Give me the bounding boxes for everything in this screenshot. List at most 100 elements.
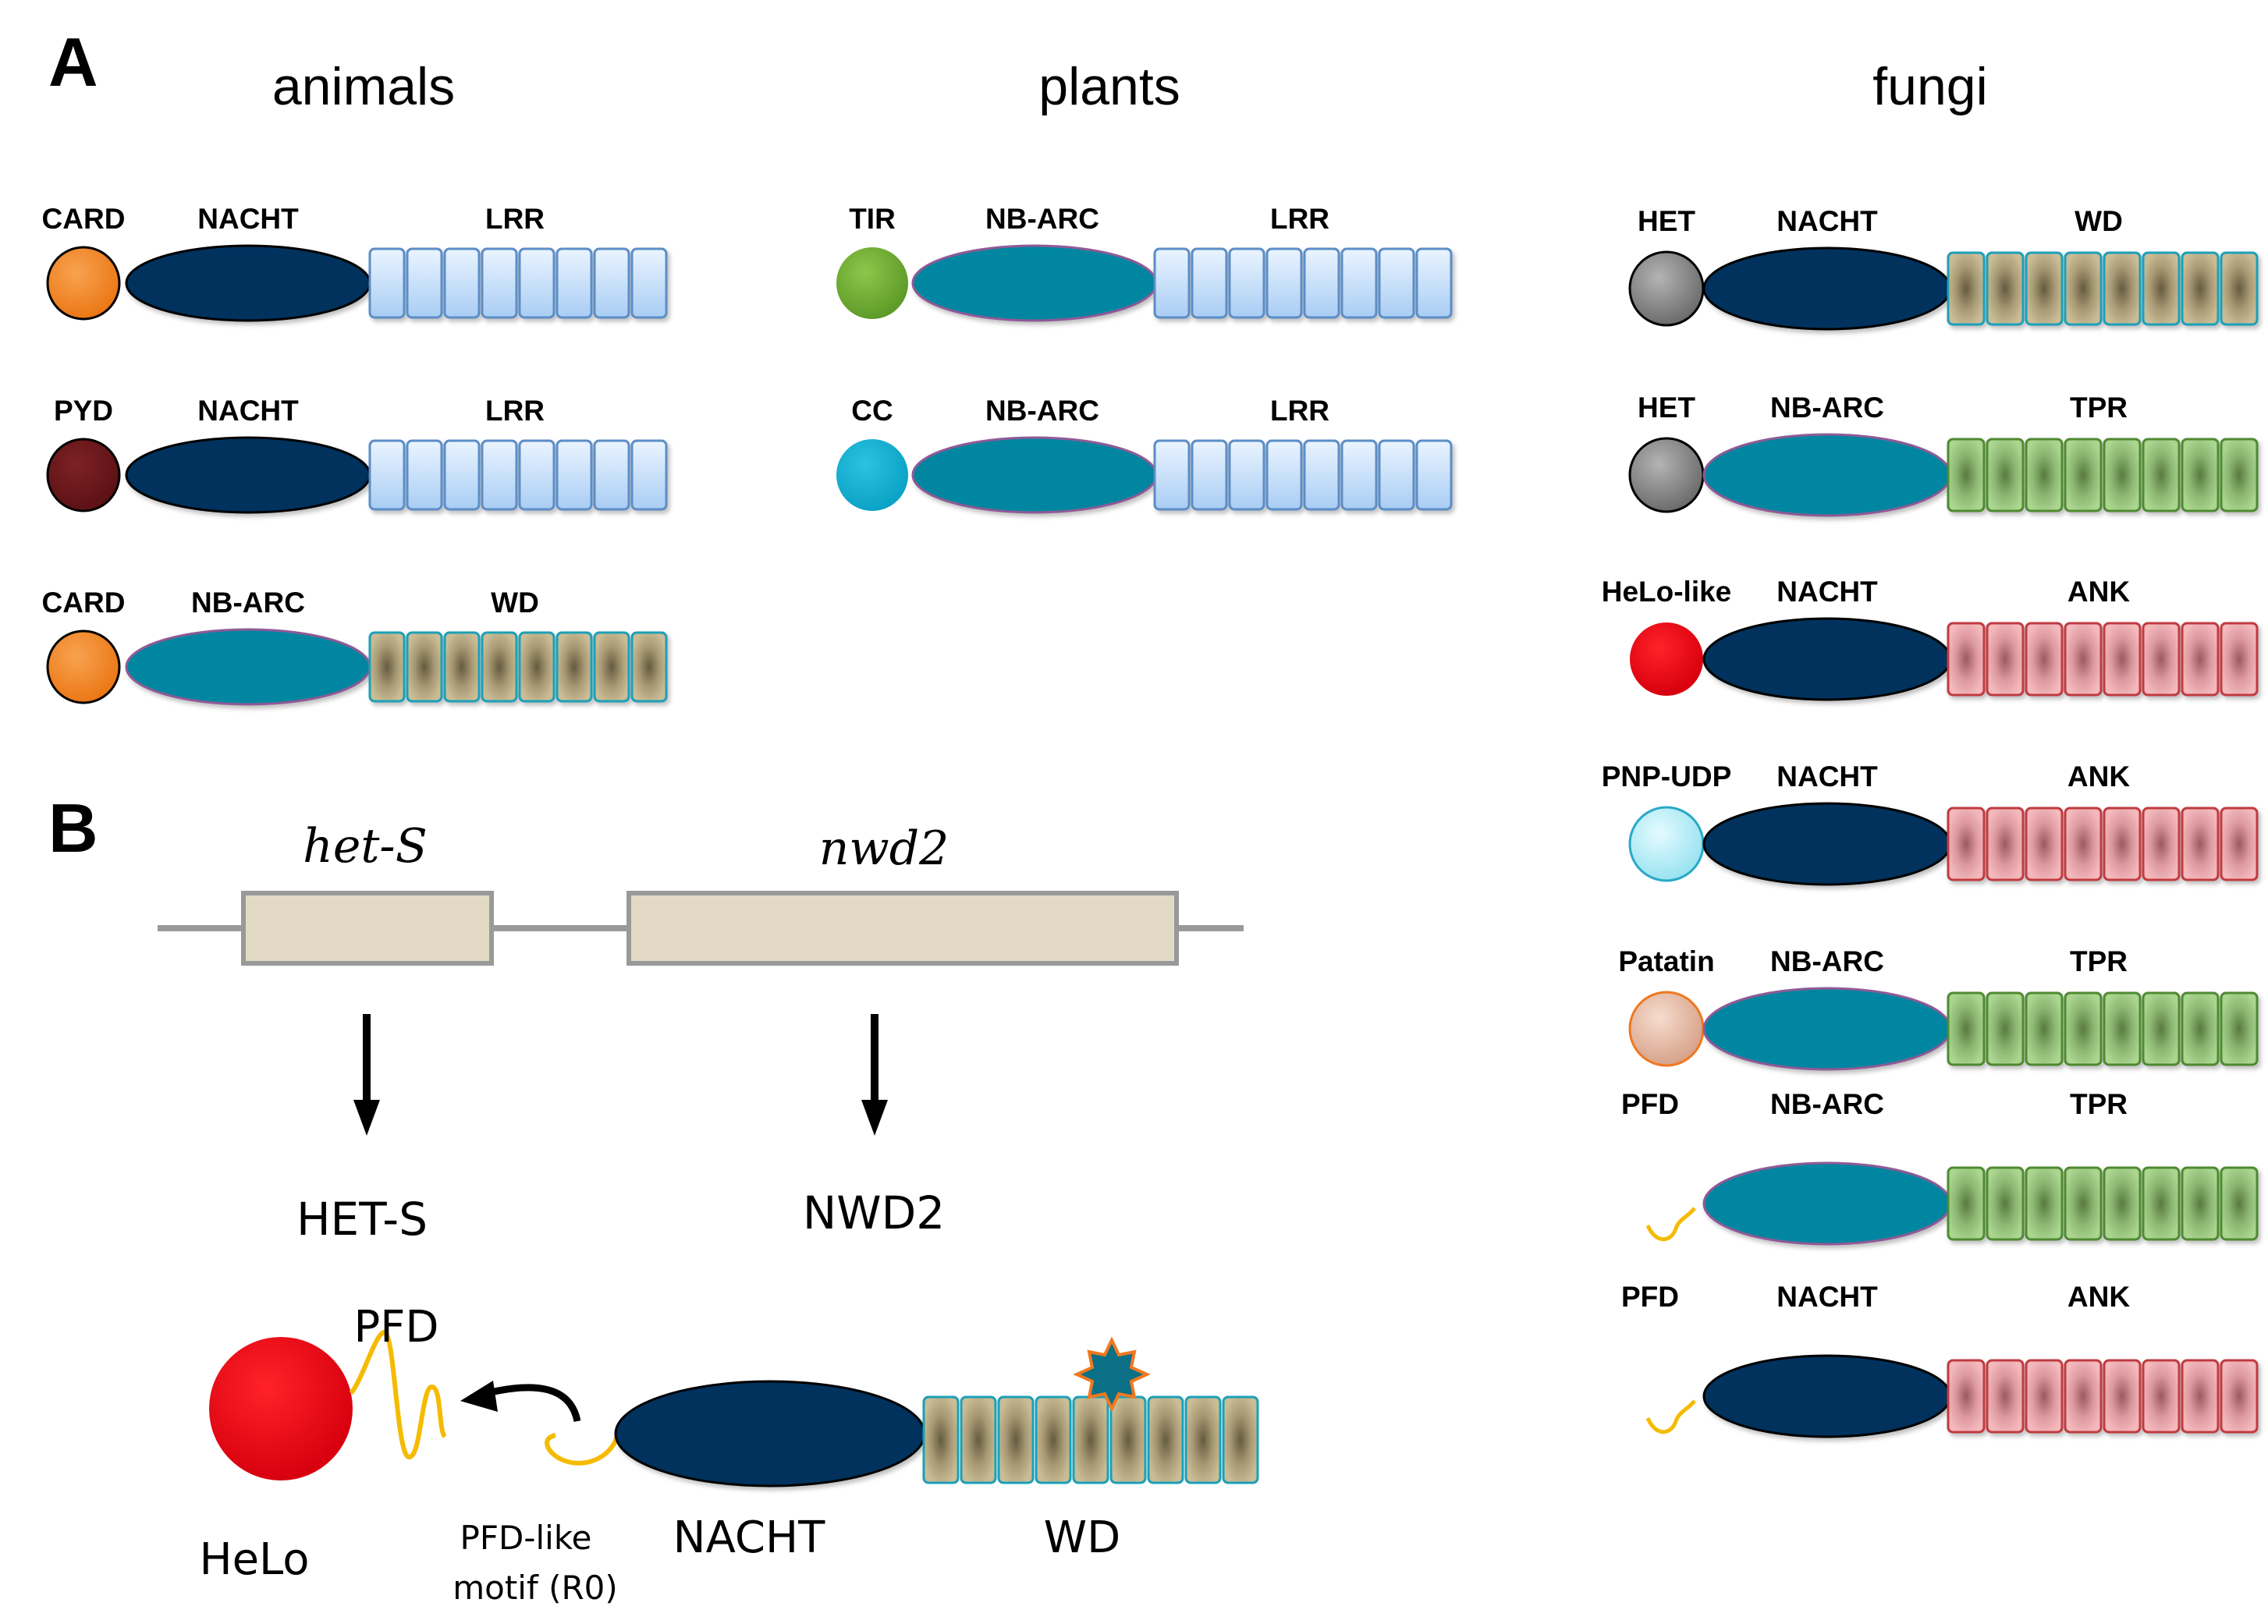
lrr-repeat-unit [1378, 247, 1415, 319]
card-label: CARD [42, 203, 126, 235]
wd-repeat-unit [1222, 1395, 1259, 1484]
ank-repeat-unit [2181, 1359, 2220, 1434]
lrr-repeat-unit [443, 439, 481, 511]
wd-repeat-unit [1035, 1395, 1072, 1484]
panel-b-label: B [48, 789, 98, 867]
pfd-tail [1645, 1399, 1696, 1434]
lrr-repeat-unit [1228, 439, 1265, 511]
ank-repeat-unit [2103, 807, 2142, 881]
patatin-domain [1628, 991, 1705, 1067]
gene-box-het-s [241, 891, 494, 966]
ank-repeat-unit [2064, 807, 2103, 881]
ank-repeat-unit [2103, 622, 2142, 697]
het-label: HET [1638, 392, 1695, 424]
wd-repeat-unit [2064, 251, 2103, 326]
nacht-label: NACHT [673, 1512, 825, 1563]
wd-repeat-unit [1109, 1395, 1147, 1484]
lrr-repeat-unit [1153, 247, 1191, 319]
lrr-label: LRR [485, 395, 545, 427]
tpr-repeat-unit [2064, 1166, 2103, 1241]
nacht-label: NACHT [1776, 761, 1878, 792]
nb-arc-label: NB-ARC [985, 395, 1099, 427]
ank-repeats [1947, 807, 2259, 881]
pnp-udp-label: PNP-UDP [1602, 761, 1732, 792]
lrr-repeats [1153, 247, 1453, 319]
tpr-repeat-unit [2220, 991, 2259, 1066]
lrr-repeat-unit [1340, 439, 1378, 511]
wd-repeat-unit [1986, 251, 2025, 326]
lrr-repeat-unit [630, 247, 668, 319]
tpr-label: TPR [2070, 392, 2128, 424]
lrr-repeat-unit [593, 439, 630, 511]
lrr-repeat-unit [1415, 247, 1453, 319]
pfd-tail [349, 1329, 447, 1459]
architecture-het-nb-arc-tpr: HET NB-ARC TPR [1628, 392, 2259, 517]
ank-repeat-unit [2220, 1359, 2259, 1434]
ank-repeat-unit [1947, 1359, 1986, 1434]
tpr-repeat-unit [2103, 438, 2142, 512]
tpr-repeat-unit [2181, 991, 2220, 1066]
wd-repeat-unit [997, 1395, 1035, 1484]
nb-arc-label: NB-ARC [1770, 392, 1884, 424]
wd-repeat-unit [2103, 251, 2142, 326]
lrr-repeat-unit [1303, 247, 1340, 319]
tpr-repeat-unit [1986, 438, 2025, 512]
ank-repeat-unit [1986, 807, 2025, 881]
lrr-repeat-unit [368, 439, 406, 511]
wd-repeat-unit [922, 1395, 960, 1484]
column-heading-plants: plants [1038, 57, 1180, 116]
lrr-repeat-unit [518, 247, 555, 319]
wd-label: WD [2075, 205, 2123, 237]
tpr-repeats [1947, 991, 2259, 1066]
lrr-repeat-unit [1265, 439, 1303, 511]
arrow-het-s [353, 1014, 380, 1136]
nacht-label: NACHT [197, 203, 299, 235]
helo-domain [209, 1337, 353, 1480]
lrr-repeats [368, 439, 668, 511]
lrr-repeat-unit [593, 247, 630, 319]
nacht-domain [125, 436, 371, 514]
lrr-repeat-unit [555, 247, 593, 319]
ank-repeat-unit [2220, 622, 2259, 697]
tpr-repeat-unit [1947, 991, 1986, 1066]
tpr-repeat-unit [1986, 991, 2025, 1066]
helo-label: HeLo [199, 1534, 309, 1585]
wd-repeat-unit [2181, 251, 2220, 326]
lrr-repeat-unit [1228, 247, 1265, 319]
arrow-nwd2 [861, 1014, 888, 1136]
lrr-repeat-unit [481, 247, 518, 319]
tpr-repeat-unit [1986, 1166, 2025, 1241]
card-domain [46, 629, 121, 704]
tpr-repeat-unit [2181, 1166, 2220, 1241]
wd-repeat-unit [2025, 251, 2064, 326]
pfd-label: PFD [1621, 1281, 1679, 1313]
patatin-label: Patatin [1618, 945, 1714, 977]
ank-repeat-unit [2103, 1359, 2142, 1434]
ank-repeat-unit [2025, 1359, 2064, 1434]
tir-label: TIR [849, 203, 896, 235]
nb-arc-domain [1702, 433, 1952, 517]
lrr-repeat-unit [518, 439, 555, 511]
tpr-repeat-unit [2025, 438, 2064, 512]
ank-repeats [1947, 1359, 2259, 1434]
tpr-repeat-unit [2025, 1166, 2064, 1241]
ank-repeat-unit [2181, 807, 2220, 881]
gene-label-het-s: het-S [303, 819, 428, 874]
nb-arc-domain [911, 436, 1158, 514]
gene-label-nwd2: nwd2 [819, 821, 949, 876]
wd-repeat-unit [1947, 251, 1986, 326]
ank-label: ANK [2067, 1281, 2130, 1313]
pfd-like-motif-label-line1: PFD-like [460, 1519, 592, 1557]
pfd-label: PFD [1621, 1088, 1679, 1120]
lrr-label: LRR [1270, 395, 1329, 427]
helo-like-domain [1630, 622, 1703, 696]
lrr-repeat-unit [481, 439, 518, 511]
